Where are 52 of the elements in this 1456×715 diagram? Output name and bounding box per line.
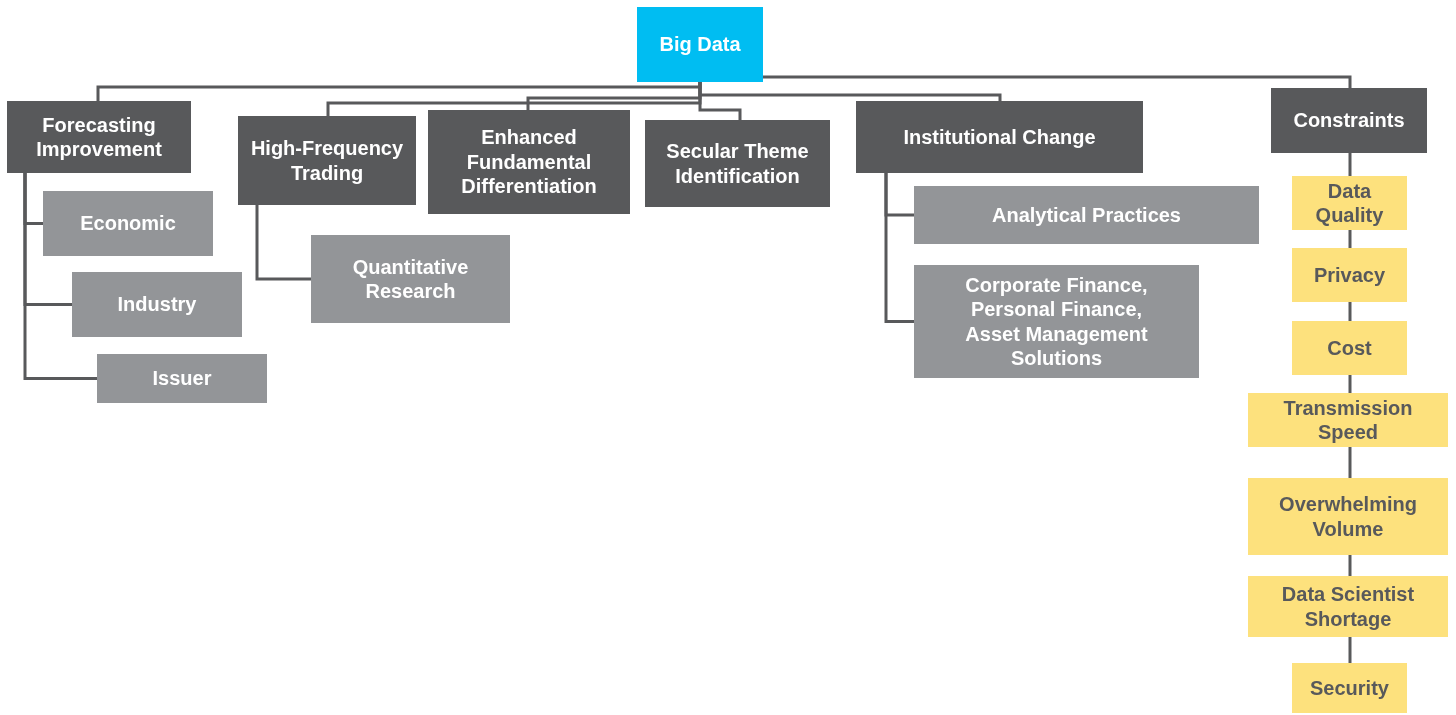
node-label: High-Frequency Trading [249, 136, 405, 185]
subcategory-box [914, 186, 1259, 244]
category-box [238, 116, 416, 205]
root-box [637, 7, 763, 82]
connector-line [255, 205, 311, 281]
connector-line [884, 173, 914, 323]
constraint-box [1292, 321, 1407, 375]
node-label: Institutional Change [903, 124, 1096, 150]
node-label: Big Data [659, 32, 741, 57]
node-label: Corporate Finance, Personal Finance, Asset Management Solutions [964, 272, 1149, 371]
connector-line [1348, 375, 1352, 393]
constraint-box [1248, 393, 1448, 447]
subcategory-box [311, 235, 510, 323]
subcategory-box [72, 272, 242, 337]
node-label: Secular Theme Identification [665, 139, 810, 188]
node-label: Data Quality [1314, 178, 1385, 228]
connector-line [1348, 447, 1352, 478]
node-label: Industry [117, 292, 197, 317]
node-label: Overwhelming Volume [1278, 492, 1418, 541]
connector-line [1348, 637, 1352, 663]
node-label: Enhanced Fundamental Differentiation [460, 125, 598, 199]
category-box [645, 120, 830, 207]
category-box [428, 110, 630, 214]
node-label: Constraints [1293, 108, 1405, 133]
category-box [1271, 88, 1427, 153]
subcategory-box [97, 354, 267, 403]
constraint-box [1292, 176, 1407, 230]
connector-line [1348, 153, 1352, 176]
connector-line [23, 173, 97, 380]
category-box [856, 101, 1143, 173]
connector-line [1348, 230, 1352, 248]
category-box [7, 101, 191, 173]
connector-line [698, 82, 1002, 101]
constraint-box [1292, 663, 1407, 713]
connector-line [763, 75, 1352, 88]
connector-line [1348, 302, 1352, 321]
subcategory-box [43, 191, 213, 256]
subcategory-box [914, 265, 1199, 378]
node-label: Issuer [152, 366, 212, 391]
constraint-box [1248, 576, 1448, 637]
node-label: Analytical Practices [992, 202, 1181, 228]
node-label: Transmission Speed [1282, 395, 1414, 445]
node-label: Data Scientist Shortage [1280, 582, 1416, 631]
node-label: Privacy [1313, 262, 1386, 288]
connector-line [1348, 555, 1352, 576]
node-label: Economic [80, 211, 176, 236]
node-label: Quantitative Research [351, 254, 470, 304]
node-label: Security [1310, 675, 1389, 701]
node-label: Forecasting Improvement [35, 112, 163, 162]
constraint-box [1292, 248, 1407, 302]
node-label: Cost [1327, 335, 1372, 361]
constraint-box [1248, 478, 1448, 555]
